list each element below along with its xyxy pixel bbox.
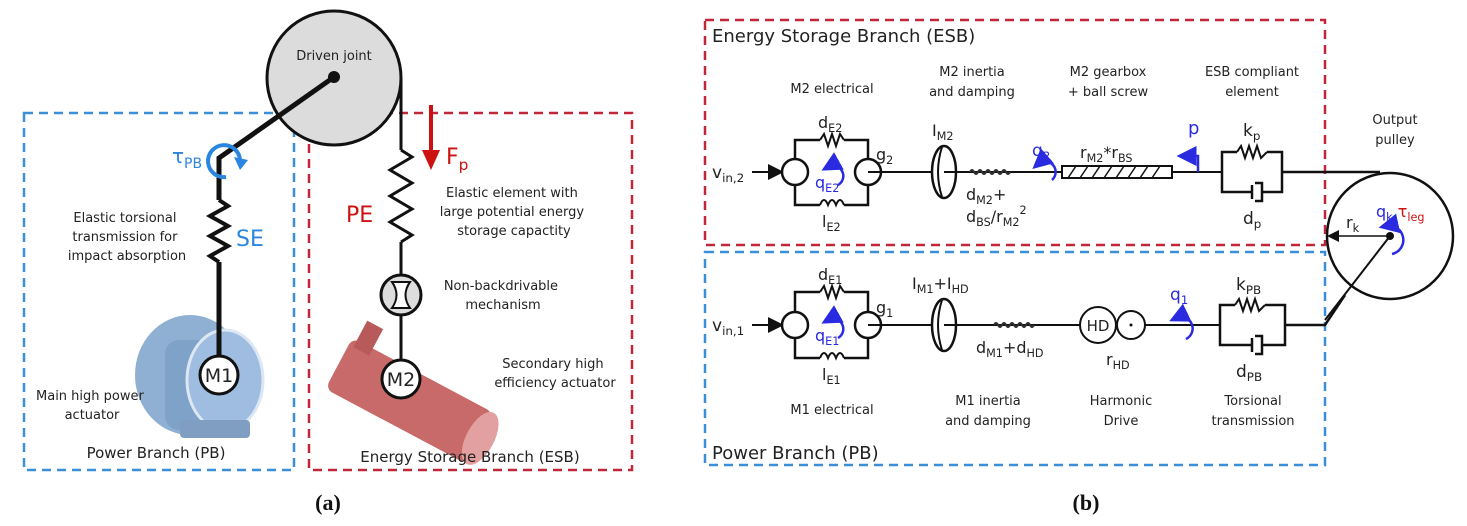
pb-inductor-lE — [819, 352, 845, 361]
m1-description: Main high power actuator — [36, 389, 148, 423]
esb-qE-arrow-icon — [821, 152, 845, 187]
pb-q-label: q1 — [1170, 285, 1188, 307]
esb-damp2-label: dBS/rM22 — [966, 204, 1027, 229]
pb-box-a — [22, 111, 296, 472]
esb-gearbox-title: M2 gearbox+ ball screw — [1068, 65, 1149, 100]
esb-k-label: kp — [1243, 121, 1260, 143]
m2-description: Secondary high efficiency actuator — [494, 357, 616, 391]
caption-a: (a) — [315, 490, 341, 515]
panel-b: Energy Storage Branch (ESB) Power Branch… — [703, 18, 1455, 515]
force-arrow-icon — [422, 150, 440, 170]
se-description: Elastic torsional transmission for impac… — [68, 211, 186, 264]
nbd-description: Non-backdrivable mechanism — [444, 279, 562, 313]
pulley-q-arrow-icon — [1378, 213, 1405, 256]
pb-electrical-title: M1 electrical — [790, 403, 873, 418]
esb-title: Energy Storage Branch (ESB) — [712, 26, 975, 47]
se-spring — [205, 198, 233, 264]
m1-label: M1 — [205, 365, 233, 387]
driven-joint-label: Driven joint — [296, 49, 372, 64]
pb-box-b — [703, 250, 1327, 467]
pb-qE-arrow-icon — [821, 305, 845, 340]
esb-d-label: dp — [1243, 209, 1261, 231]
pb-title: Power Branch (PB) — [712, 443, 879, 464]
pb-link — [216, 74, 336, 200]
pb-hd-label: HD — [1087, 317, 1110, 335]
esb-g-label: g2 — [876, 145, 893, 167]
pb-dE-label: dE1 — [818, 265, 842, 287]
esb-box-a — [307, 111, 634, 472]
panel-a: Driven joint τPB SE Elastic torsional tr… — [22, 9, 634, 515]
pb-k-label: kPB — [1236, 275, 1261, 297]
esb-vin-label: vin,2 — [712, 163, 744, 185]
pe-description: Elastic element with large potential ene… — [440, 186, 588, 239]
esb-IM-label: IM2 — [932, 121, 954, 143]
force-label: Fp — [446, 145, 468, 174]
pb-q-arrow-icon — [1169, 303, 1194, 341]
m2-label: M2 — [387, 369, 415, 391]
pb-vin-label: vin,1 — [712, 316, 744, 338]
esb-box-b — [703, 18, 1327, 247]
pb-damp-label: dM1+dHD — [976, 338, 1044, 360]
pb-IM-label: IM1+IHD — [912, 274, 969, 296]
pulley-q-tau-label: qk,τleg — [1376, 202, 1424, 224]
m1-circle — [198, 354, 240, 396]
esb-box-label: Energy Storage Branch (ESB) — [360, 448, 579, 466]
pb-g-label: g1 — [876, 298, 893, 320]
pb-voltage-source — [780, 310, 810, 340]
esb-qE-label: qE2 — [815, 173, 839, 195]
esb-ratio-label: rM2*rBS — [1080, 143, 1133, 165]
pb-damper-coil — [993, 322, 1035, 328]
esb-damper-coil — [969, 169, 1011, 175]
esb-electrical-title: M2 electrical — [790, 82, 873, 97]
pb-lE-label: lE1 — [822, 365, 841, 387]
pb-rHD-label: rHD — [1106, 350, 1130, 372]
esb-spring-k — [1236, 142, 1268, 162]
pb-row: vin,1 dE1 lE1 qE1 g1 IM1+IHD dM1+dHD HD — [712, 265, 1347, 429]
esb-dE-label: dE2 — [818, 113, 842, 135]
torque-pb-label: τPB — [172, 144, 202, 172]
pb-damper-d — [1250, 334, 1264, 356]
esb-damp1-label: dM2+ — [966, 185, 1006, 207]
torque-pb-arrow-icon — [206, 143, 242, 180]
m2-motor-body — [328, 320, 499, 465]
pe-spring — [387, 148, 415, 244]
esb-p-label: p — [1188, 118, 1199, 139]
pe-label: PE — [346, 203, 373, 228]
esb-lE-label: lE2 — [822, 212, 841, 234]
caption-b: (b) — [1073, 490, 1100, 515]
pb-resistor-dE — [819, 282, 845, 302]
esb-p-arrow-icon — [1176, 146, 1200, 172]
pb-qE-label: qE1 — [815, 326, 839, 348]
esb-q-arrow-icon — [1032, 148, 1057, 181]
pulley-rk-label: rk — [1346, 213, 1360, 235]
esb-resistor-dE — [819, 130, 845, 150]
esb-q-label: q2 — [1032, 141, 1050, 163]
esb-inductor-lE — [819, 199, 845, 208]
se-label: SE — [236, 227, 264, 252]
esb-damper-d — [1250, 181, 1264, 203]
pb-spring-k — [1234, 295, 1266, 315]
esb-voltage-source — [780, 157, 810, 187]
pb-d-label: dPB — [1236, 362, 1262, 384]
pb-box-label: Power Branch (PB) — [87, 444, 226, 462]
m2-circle — [380, 358, 422, 400]
